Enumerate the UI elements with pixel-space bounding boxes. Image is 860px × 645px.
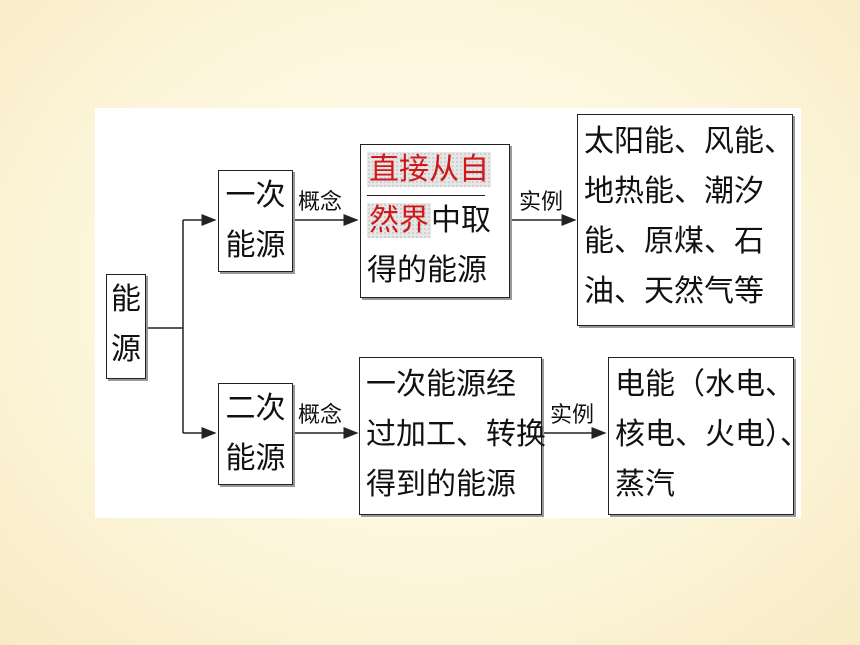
root-label-line2: 源: [111, 332, 141, 367]
definition-line1: 直接从自: [367, 145, 491, 196]
secondary-example-line: 核电、火电）、: [615, 417, 810, 452]
primary-energy-box: 一次 能源: [218, 170, 293, 272]
definition-highlight-2: 然界: [367, 203, 431, 238]
secondary-concept-label: 概念: [298, 403, 343, 428]
secondary-examples-box: 电能（水电、 核电、火电）、 蒸汽: [608, 357, 810, 515]
primary-name-line1: 一次: [225, 178, 286, 213]
root-label-line1: 能: [111, 282, 141, 317]
secondary-name-line1: 二次: [225, 391, 286, 426]
secondary-example-line: 电能（水电、: [615, 367, 795, 402]
primary-example-line: 油、天然气等: [584, 274, 764, 309]
definition-highlight-1: 直接从自: [367, 152, 491, 187]
definition-line2: 然界中取: [367, 196, 509, 246]
primary-name-line2: 能源: [225, 228, 286, 263]
secondary-example-label: 实例: [550, 403, 595, 428]
primary-definition-box: 直接从自 然界中取 得的能源: [360, 144, 510, 298]
secondary-definition-line: 一次能源经: [366, 367, 516, 402]
diagram-panel: 能 源 一次 能源 概念 直接从自 然界中取 得的能源 实例 太阳能、风能、 地…: [95, 108, 810, 518]
definition-rest-2: 中取: [431, 203, 491, 238]
primary-concept-label: 概念: [298, 190, 343, 215]
secondary-example-line: 蒸汽: [615, 467, 675, 502]
primary-example-line: 太阳能、风能、: [584, 124, 794, 159]
secondary-name-line2: 能源: [225, 441, 286, 476]
primary-example-line: 地热能、潮汐: [584, 174, 764, 209]
root-box: 能 源: [106, 274, 146, 379]
primary-example-label: 实例: [519, 190, 564, 215]
secondary-definition-box: 一次能源经 过加工、转换 得到的能源: [359, 357, 546, 515]
secondary-definition-line: 过加工、转换: [366, 417, 546, 452]
definition-line3: 得的能源: [367, 253, 487, 288]
secondary-energy-box: 二次 能源: [218, 383, 293, 485]
connector-lines: [147, 214, 607, 439]
primary-examples-box: 太阳能、风能、 地热能、潮汐 能、原煤、石 油、天然气等: [577, 114, 794, 326]
secondary-definition-line: 得到的能源: [366, 467, 516, 502]
primary-example-line: 能、原煤、石: [584, 224, 764, 259]
